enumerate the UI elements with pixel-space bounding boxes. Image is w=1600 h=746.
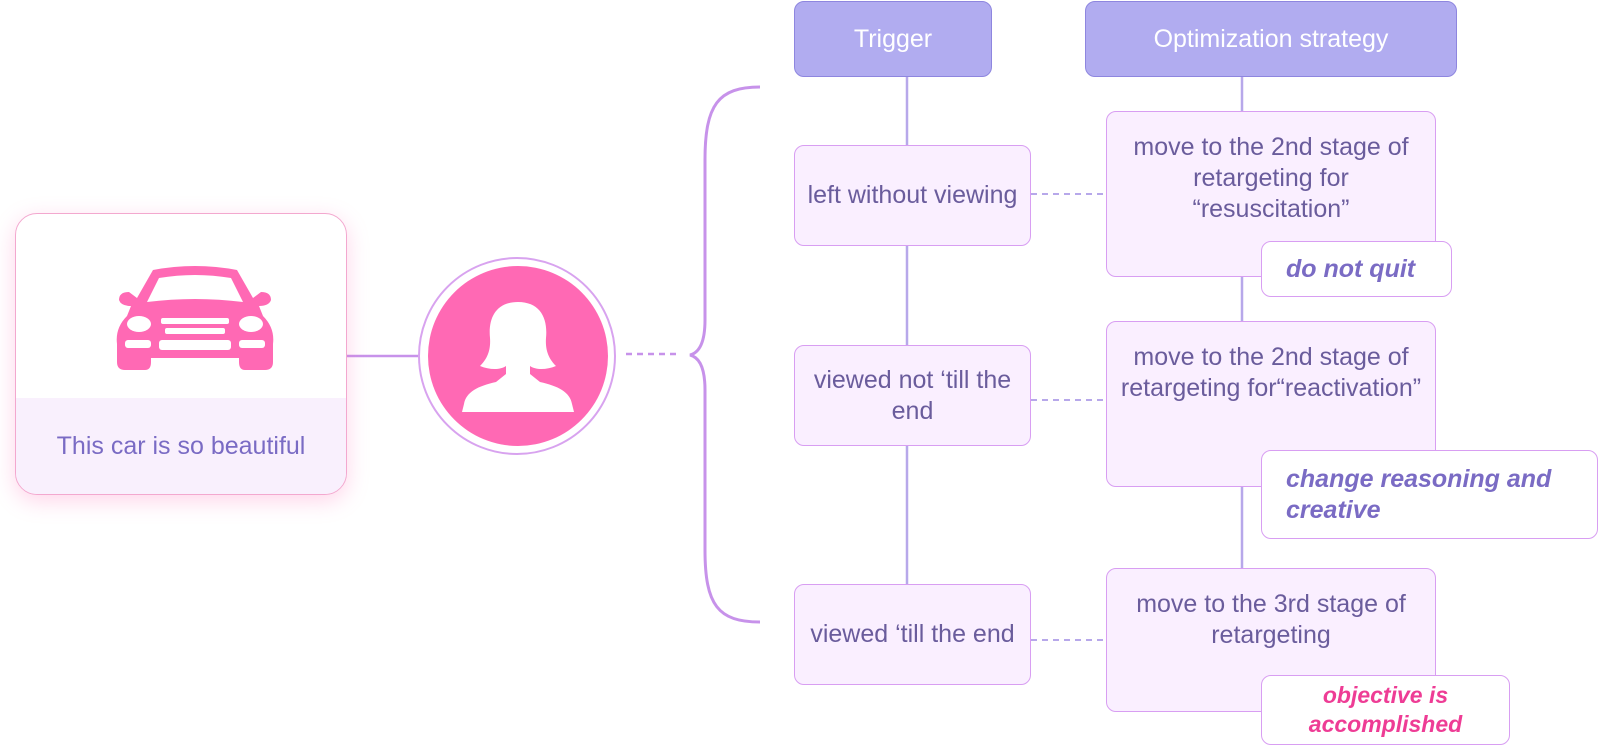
avatar bbox=[428, 266, 608, 446]
ad-card: This car is so beautiful bbox=[15, 213, 347, 495]
strategy-column-header: Optimization strategy bbox=[1085, 1, 1457, 77]
user-icon bbox=[462, 302, 574, 412]
strategy-note: change reasoning and creative bbox=[1261, 450, 1598, 539]
car-icon bbox=[116, 266, 274, 370]
trigger-box: viewed ‘till the end bbox=[794, 584, 1031, 685]
trigger-box: left without viewing bbox=[794, 145, 1031, 246]
trigger-box: viewed not ‘till the end bbox=[794, 345, 1031, 446]
trigger-column-header: Trigger bbox=[794, 1, 992, 77]
ad-caption: This car is so beautiful bbox=[16, 398, 346, 494]
strategy-note: do not quit bbox=[1261, 241, 1452, 297]
strategy-note-highlight: objective is accomplished bbox=[1261, 675, 1510, 745]
